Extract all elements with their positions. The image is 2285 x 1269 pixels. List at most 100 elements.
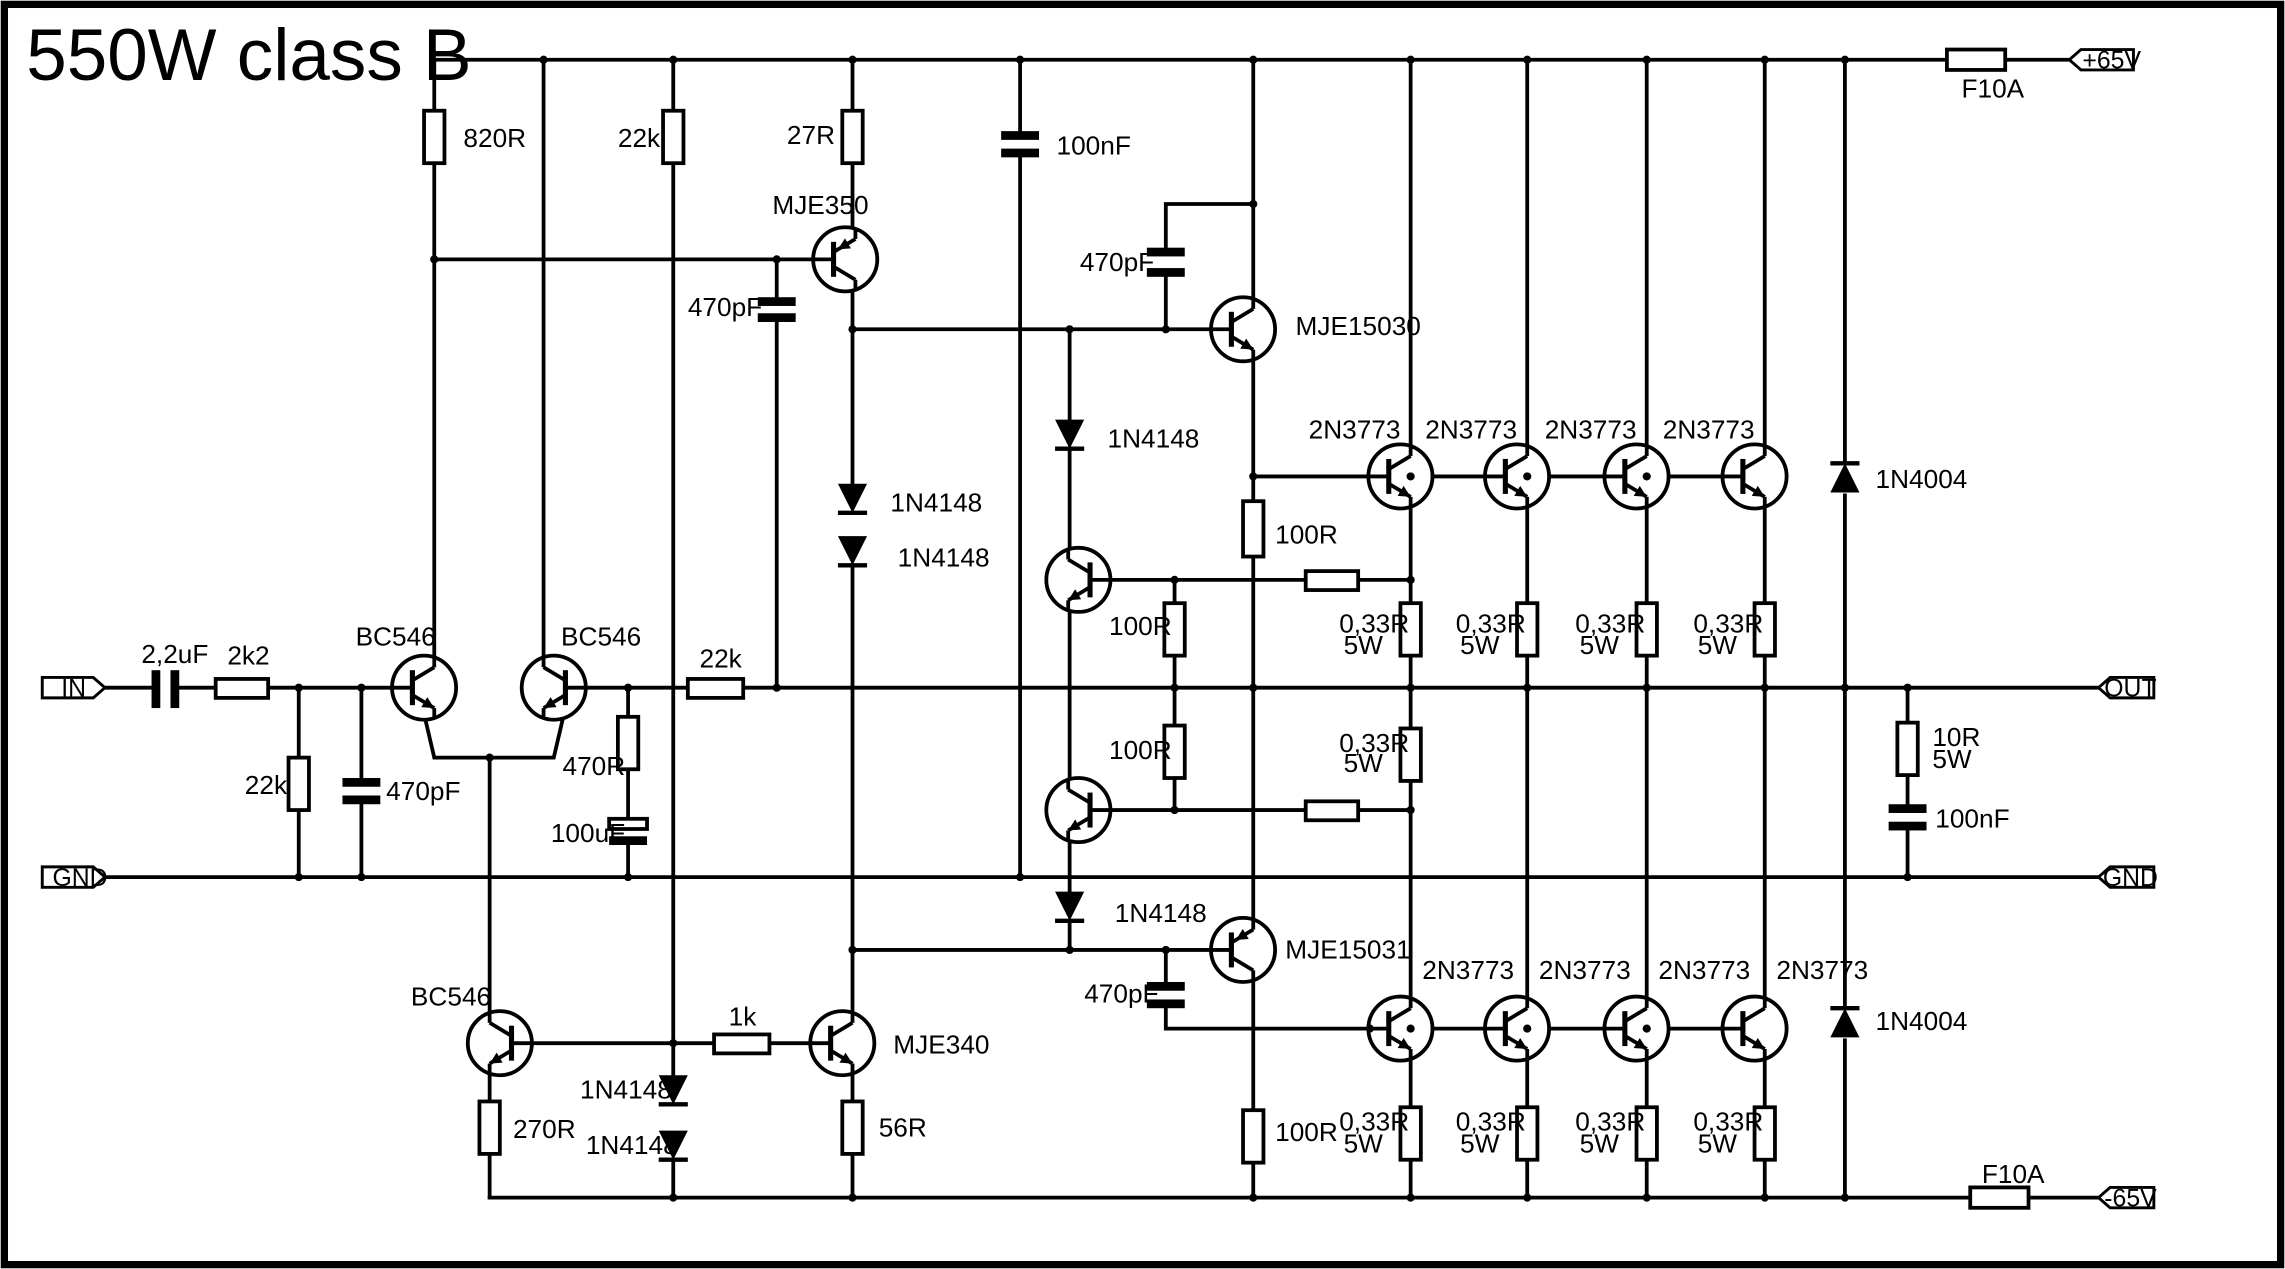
resistor-22k-top	[661, 108, 686, 166]
resistor-emitter-top-3	[1634, 601, 1659, 658]
label-vas-q-pnp: MJE350	[772, 190, 868, 220]
capacitors	[151, 131, 1927, 1009]
junction-dot	[1903, 873, 1912, 882]
label-emitter-top-value-1: 0,33R	[1339, 608, 1409, 638]
port-gnd-right: GND	[2096, 865, 2158, 892]
label-output-bottom-transistor-2: 2N3773	[1539, 955, 1631, 985]
diode-vas-1	[837, 483, 868, 516]
label-driver-c-bottom: 470pF	[1084, 978, 1158, 1008]
label-emitter-top-power-3: 5W	[1580, 630, 1620, 660]
transistor-bc546-q1	[390, 653, 459, 722]
label-c-fb-gnd: 100uF	[551, 818, 625, 848]
label-protect-r-value: 0,33R	[1339, 728, 1409, 758]
junction-dot	[1523, 1024, 1532, 1033]
junction-dot	[1760, 683, 1769, 692]
diodes	[658, 419, 1860, 1162]
label-emitter-bottom-value-2: 0,33R	[1456, 1107, 1526, 1137]
junction-dot	[1760, 1193, 1769, 1202]
junction-dot	[1065, 325, 1074, 334]
fuse-bottom	[1968, 1185, 2031, 1210]
label-r-top-1: 820R	[463, 123, 526, 153]
transistor-bias-top	[1044, 545, 1113, 614]
svg-text:IN: IN	[61, 675, 86, 702]
label-bias-d-bottom: 1N4148	[1115, 898, 1207, 928]
resistor-22k-feedback	[685, 677, 746, 700]
resistor-emitter-top-4	[1752, 601, 1777, 658]
capacitor-2u2-input	[151, 670, 180, 709]
junction-dot	[1840, 1193, 1849, 1202]
label-r-top-2: 22k	[618, 123, 661, 153]
junction-dot	[772, 255, 781, 264]
label-emitter-bottom-value-1: 0,33R	[1339, 1107, 1409, 1137]
wires	[100, 57, 2101, 1200]
transistor-2n3773-top-1	[1366, 442, 1435, 511]
diode-bias-top	[1055, 419, 1085, 451]
transistor-bc546-current-source	[465, 1009, 534, 1078]
resistor-emitter-bottom-4	[1752, 1105, 1777, 1162]
junction-dot	[1016, 873, 1025, 882]
junction-dot	[1365, 1024, 1374, 1033]
junction-dot	[669, 1039, 678, 1048]
diode-bias-bottom	[1055, 891, 1085, 923]
junction-dot	[1903, 683, 1912, 692]
junction-dot	[1170, 805, 1179, 815]
capacitor-100nf-rail	[1001, 131, 1040, 158]
resistor-10r-zobel	[1895, 720, 1920, 777]
junction-dot	[1406, 55, 1415, 64]
junction-dot	[1406, 1024, 1415, 1033]
label-vas-r-base: 1k	[729, 1002, 758, 1032]
label-protect-r-power: 5W	[1344, 748, 1384, 778]
output-stage: 0,33R5W0,33R5W2N37732N37730,33R5W0,33R5W…	[1309, 57, 1868, 1200]
label-q2: BC546	[561, 621, 641, 651]
junction-dot	[1642, 55, 1651, 64]
label-output-bottom-transistor-3: 2N3773	[1658, 955, 1750, 985]
capacitor-470pf-input	[342, 778, 381, 805]
label-fuse-bottom: F10A	[1982, 1159, 2045, 1189]
transistor-2n3773-top-4	[1720, 442, 1789, 511]
resistor-100r-driver-bottom	[1241, 1108, 1266, 1165]
transistor-mje340	[808, 1009, 877, 1078]
label-fuse-top: F10A	[1961, 74, 2024, 104]
resistor-27r	[840, 108, 865, 166]
resistor-emitter-bottom-1	[1398, 1105, 1423, 1162]
label-r-cs-emitter: 270R	[513, 1114, 576, 1144]
label-r-series: 2k2	[227, 640, 269, 670]
junction-dot	[1161, 945, 1170, 955]
junction-dot	[669, 55, 678, 64]
transistor-2n3773-top-3	[1602, 442, 1671, 511]
label-zobel-r-power: 5W	[1932, 744, 1972, 774]
junction-dot	[1406, 1193, 1415, 1202]
label-emitter-top-value-2: 0,33R	[1456, 608, 1526, 638]
junction-dot	[1170, 683, 1179, 692]
svg-text:GND: GND	[2103, 865, 2158, 892]
schematic-title: 550W class B	[26, 15, 471, 96]
label-output-top-transistor-4: 2N3773	[1663, 415, 1755, 445]
transistor-2n3773-top-2	[1483, 442, 1551, 511]
diode-vas-2	[837, 536, 868, 568]
port-out: OUT	[2096, 675, 2157, 702]
transistor-2n3773-bottom-1	[1366, 994, 1435, 1063]
junction-dots	[294, 55, 1912, 1202]
label-emitter-top-power-2: 5W	[1460, 630, 1500, 660]
capacitor-470pf-miller	[757, 297, 796, 322]
resistor-470r	[615, 714, 641, 772]
label-emitter-top-power-4: 5W	[1698, 630, 1738, 660]
capacitor-470pf-driver-bottom	[1146, 981, 1185, 1009]
junction-dot	[485, 753, 494, 762]
resistor-emitter-bottom-3	[1634, 1105, 1659, 1162]
port-neg-supply: -65V	[2096, 1185, 2157, 1212]
junction-dot	[669, 1193, 678, 1202]
junction-dot	[848, 325, 857, 334]
label-d-cs-1: 1N4148	[580, 1075, 672, 1105]
label-q1: BC546	[356, 621, 436, 651]
junction-dot	[1523, 55, 1532, 64]
label-emitter-top-power-1: 5W	[1344, 630, 1384, 660]
svg-text:GND: GND	[52, 865, 107, 892]
label-driver-r-bottom: 100R	[1275, 1117, 1338, 1147]
transistor-2n3773-bottom-3	[1602, 994, 1671, 1063]
junction-dot	[357, 873, 366, 882]
resistor-protect-top	[1303, 569, 1361, 592]
